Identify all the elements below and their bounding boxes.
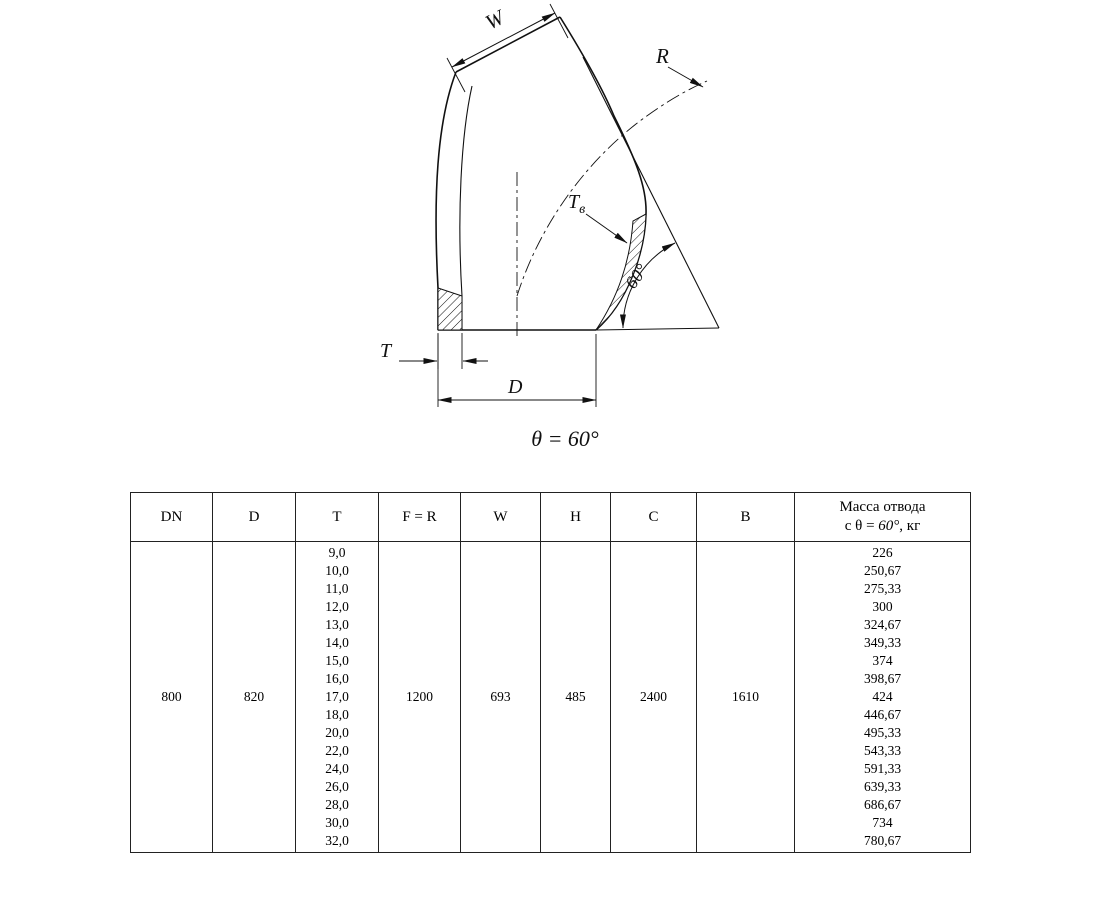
cell-h: 485	[540, 541, 611, 853]
data-row: 800 820 9,0 10,0 11,0 12,0 13,0 14,0 15,…	[130, 541, 971, 853]
dimension-lines	[399, 3, 704, 407]
column-header-dn: DN	[130, 492, 213, 542]
mass-header-line2: с θ = 60°, кг	[844, 518, 921, 534]
dimension-label-w: W	[481, 4, 510, 34]
wall-section-hatch	[437, 213, 647, 331]
outer-wall-section	[437, 287, 463, 331]
column-header-mass: Масса отвода с θ = 60°, кг	[794, 492, 971, 542]
cell-d: 820	[212, 541, 296, 853]
dimension-label-d: D	[507, 376, 523, 398]
column-header-c: C	[610, 492, 697, 542]
column-header-w: W	[460, 492, 541, 542]
cell-f-r: 1200	[378, 541, 461, 853]
column-header-d: D	[212, 492, 296, 542]
cell-b: 1610	[696, 541, 795, 853]
column-header-b: B	[696, 492, 795, 542]
dimension-label-r: R	[655, 44, 669, 68]
cell-w: 693	[460, 541, 541, 853]
theta-caption: θ = 60°	[531, 426, 599, 451]
mass-header-line1: Масса отвода	[839, 499, 926, 516]
cell-t-values: 9,0 10,0 11,0 12,0 13,0 14,0 15,0 16,0 1…	[295, 541, 379, 853]
cell-mass-values: 226 250,67 275,33 300 324,67 349,33 374 …	[794, 541, 971, 853]
column-header-t: T	[295, 492, 379, 542]
elbow-outline	[435, 16, 720, 331]
centerline	[516, 80, 708, 338]
column-header-h: H	[540, 492, 611, 542]
dimensions-table: DN D T F = R W H C B Масса отвода с θ = …	[130, 492, 971, 853]
dimension-label-t-inner: Tв	[568, 191, 585, 217]
dimension-label-t: T	[380, 340, 393, 362]
column-header-f-r: F = R	[378, 492, 461, 542]
header-row: DN D T F = R W H C B Масса отвода с θ = …	[130, 492, 971, 542]
elbow-drawing: W R Tв 60° T D θ = 60°	[380, 3, 720, 451]
cell-dn: 800	[130, 541, 213, 853]
cell-c: 2400	[610, 541, 697, 853]
